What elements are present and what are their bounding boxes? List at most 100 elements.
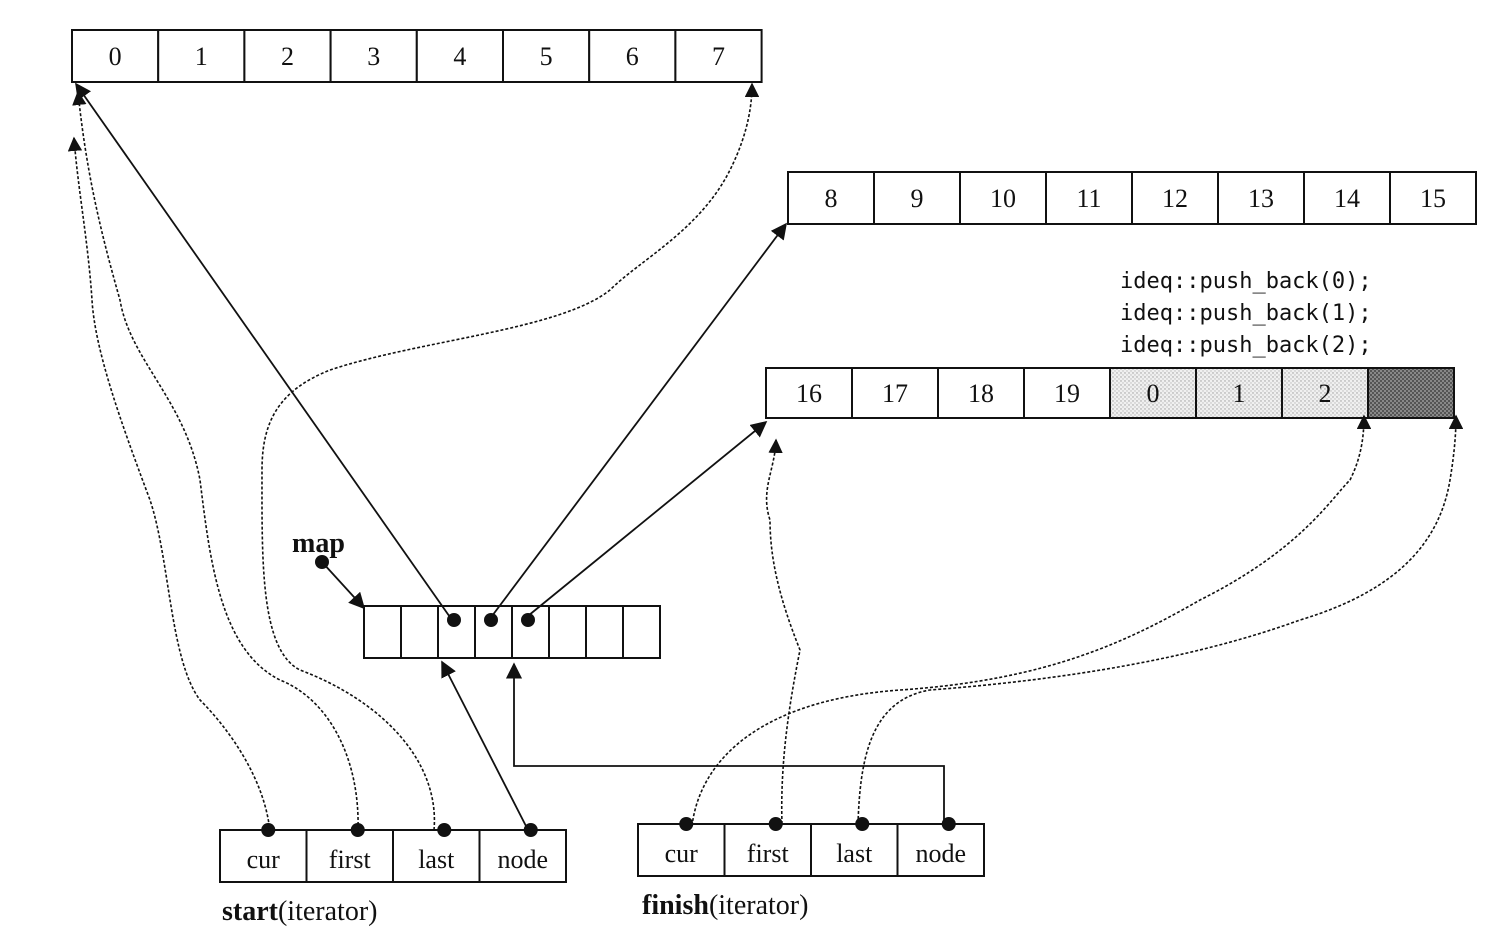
map-slot (622, 605, 661, 659)
code-line-1: ideq::push_back(1); (1120, 301, 1372, 326)
finish-iterator-field-dot (768, 817, 783, 831)
buffer-0-cell (502, 29, 591, 83)
start-iterator-field-cur: cur (247, 845, 281, 874)
buffer-1-cell (873, 171, 961, 225)
start-iterator: cur first last node (219, 823, 567, 883)
buffer-0-cell (415, 29, 504, 83)
map-slot-pointer-dot (521, 613, 535, 627)
buffer-1: 8 9 10 11 12 13 14 15 (787, 171, 1477, 225)
buffer-0-cell-label: 4 (453, 42, 466, 71)
buffer-2-cell (1281, 367, 1369, 419)
buffer-2-cell-label: 1 (1233, 379, 1246, 408)
finish-name: finish (642, 890, 709, 921)
buffer-1-cell (1045, 171, 1133, 225)
buffer-0-cell (243, 29, 332, 83)
start-iterator-field-dot (261, 823, 276, 837)
start-name: start (222, 896, 279, 927)
buffer-2-cell (765, 367, 853, 419)
finish-iterator-field-first: first (747, 839, 790, 868)
start-iterator-field-box (392, 829, 481, 883)
buffer-1-cell-label: 13 (1248, 184, 1274, 213)
buffer-2-cell-label: 19 (1054, 379, 1080, 408)
buffer-1-cell-label: 14 (1334, 184, 1360, 213)
code-line-2: ideq::push_back(2); (1120, 333, 1372, 358)
start-label: start(iterator) (222, 896, 377, 927)
start-last-link (261, 82, 760, 831)
finish-iterator-field-box (810, 823, 899, 877)
buffer-1-cell-label: 8 (825, 184, 838, 213)
buffer-1-cell (1389, 171, 1477, 225)
start-iterator-field-dot (437, 823, 452, 837)
finish-node-link (505, 662, 945, 822)
buffer-1-cell-label: 11 (1076, 184, 1101, 213)
buffer-0-cell-label: 2 (281, 42, 294, 71)
buffer-2-cell-label: 0 (1147, 379, 1160, 408)
buffer-2-cell (1109, 367, 1197, 419)
map-label: map (292, 528, 345, 559)
buffer-0-cell-label: 1 (195, 42, 208, 71)
buffer-1-cell-label: 15 (1420, 184, 1446, 213)
start-cur-link (67, 136, 271, 833)
buffer-1-cell (787, 171, 875, 225)
finish-label: finish(iterator) (642, 890, 808, 921)
finish-type: (iterator) (709, 890, 809, 921)
buffer-0-cell (588, 29, 677, 83)
map-slot (585, 605, 624, 659)
start-iterator-field-box (478, 829, 567, 883)
start-type: (iterator) (278, 896, 378, 927)
buffer-0-cell (157, 29, 246, 83)
start-first-link (72, 90, 359, 831)
buffer-2-cell-label: 2 (1319, 379, 1332, 408)
finish-iterator-field-dot (941, 817, 956, 831)
start-node-link (441, 660, 528, 829)
pointer-links (67, 82, 1464, 833)
buffer-2: 16 17 18 19 0 1 2 (765, 367, 1455, 419)
map-slot-4-link (522, 420, 768, 621)
buffer-1-cell (1131, 171, 1219, 225)
finish-cur-link (691, 414, 1372, 827)
finish-iterator-field-last: last (836, 839, 873, 868)
buffer-2-cell (937, 367, 1025, 419)
start-iterator-field-first: first (329, 845, 372, 874)
finish-iterator-field-box (896, 823, 985, 877)
finish-iterator-field-node: node (915, 839, 966, 868)
buffer-0-cell-label: 0 (109, 42, 122, 71)
map-slot-3-link (488, 222, 787, 621)
buffer-1-cell (1217, 171, 1305, 225)
buffer-2-cell (1023, 367, 1111, 419)
code-line-0: ideq::push_back(0); (1120, 269, 1372, 294)
buffer-0-cell (71, 29, 160, 83)
buffer-1-cell-label: 9 (911, 184, 924, 213)
start-iterator-field-box (305, 829, 394, 883)
map-array (363, 605, 661, 659)
buffer-2-cell-label: 16 (796, 379, 822, 408)
map-slot-pointer-dot (484, 613, 498, 627)
buffer-1-cell-label: 12 (1162, 184, 1188, 213)
finish-iterator-field-dot (679, 817, 694, 831)
buffer-2-cell (1367, 367, 1455, 419)
map-pointer-arrow (321, 561, 366, 610)
map-slot (548, 605, 587, 659)
finish-iterator-field-dot (855, 817, 870, 831)
finish-first-link (765, 438, 801, 825)
start-iterator-field-last: last (418, 845, 455, 874)
buffer-1-cell-label: 10 (990, 184, 1016, 213)
buffer-2-cell (1195, 367, 1283, 419)
finish-last-link (857, 414, 1464, 825)
map-slot-2-link (75, 82, 453, 621)
map-slot (400, 605, 439, 659)
finish-iterator-field-cur: cur (665, 839, 699, 868)
start-iterator-field-dot (523, 823, 538, 837)
finish-iterator-field-box (723, 823, 812, 877)
buffer-0-cell-label: 5 (540, 42, 553, 71)
buffer-0-cell-label: 6 (626, 42, 639, 71)
buffer-2-cell-label: 18 (968, 379, 994, 408)
buffer-0-cell (674, 29, 763, 83)
buffer-2-cell-label: 17 (882, 379, 908, 408)
start-iterator-field-node: node (497, 845, 548, 874)
map-slot (363, 605, 402, 659)
finish-iterator: cur first last node (637, 817, 985, 877)
start-iterator-field-dot (350, 823, 365, 837)
